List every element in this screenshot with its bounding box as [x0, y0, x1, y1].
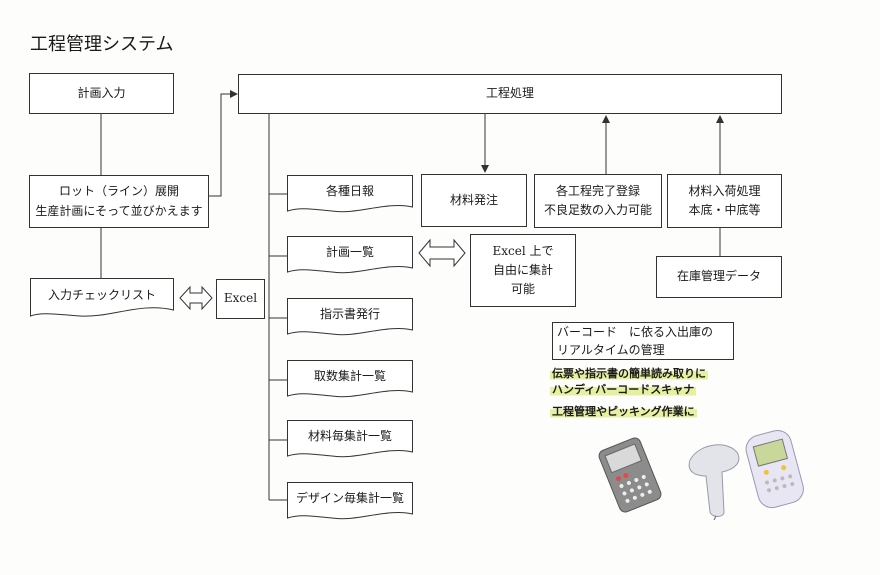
- excel-right-line-3: 可能: [510, 282, 535, 297]
- input-checklist-doc: 入力チェックリスト: [30, 278, 174, 320]
- excel-right-line-1: Excel 上で: [492, 243, 554, 258]
- lot-expand-line-1: ロット（ライン）展開: [58, 184, 179, 199]
- barcode-scanner-devices-image: [598, 429, 804, 520]
- material-order-label: 材料発注: [449, 192, 498, 207]
- count-summary-label: 取数集計一覧: [313, 368, 386, 383]
- plan-input-box: 計画入力: [29, 73, 174, 114]
- barcode-note-line-2: リアルタイムの管理: [557, 343, 665, 357]
- inventory-label: 在庫管理データ: [676, 269, 761, 284]
- material-receive-box: 材料入荷処理 本底・中底等: [667, 174, 782, 228]
- design-summary-doc: デザイン毎集計一覧: [287, 482, 413, 522]
- scanner-highlight-line-2: ハンディバーコードスキャナ: [550, 382, 697, 396]
- material-receive-line-2: 本底・中底等: [688, 203, 761, 217]
- completion-line-1: 各工程完了登録: [555, 183, 640, 198]
- input-checklist-label: 入力チェックリスト: [47, 287, 156, 302]
- instruction-issue-doc: 指示書発行: [287, 298, 413, 338]
- material-summary-doc: 材料毎集計一覧: [287, 420, 413, 460]
- plan-input-label: 計画入力: [77, 85, 126, 100]
- excel-right-box: Excel 上で 自由に集計 可能: [470, 234, 576, 307]
- process-highlight-line: 工程管理やピッキング作業に: [550, 405, 697, 418]
- count-summary-doc: 取数集計一覧: [287, 360, 413, 400]
- excel-right-line-2: 自由に集計: [492, 262, 553, 277]
- process-label: 工程処理: [485, 86, 534, 101]
- material-order-box: 材料発注: [421, 174, 527, 227]
- barcode-note-line-1: バーコード に依る入出庫の: [557, 325, 714, 339]
- inventory-box: 在庫管理データ: [656, 256, 782, 298]
- excel-left-label: Excel: [223, 291, 258, 306]
- scanner-highlight-text: 伝票や指示書の簡単読み取りに ハンディバーコードスキャナ: [550, 366, 708, 398]
- daily-report-label: 各種日報: [325, 183, 374, 198]
- plan-list-doc: 計画一覧: [287, 236, 413, 276]
- excel-left-box: Excel: [216, 279, 265, 319]
- barcode-note-box: バーコード に依る入出庫の リアルタイムの管理: [552, 322, 734, 360]
- material-summary-label: 材料毎集計一覧: [307, 428, 392, 443]
- daily-report-doc: 各種日報: [287, 175, 413, 215]
- completion-line-2: 不良足数の入力可能: [543, 203, 652, 217]
- instruction-issue-label: 指示書発行: [319, 306, 380, 321]
- material-receive-line-1: 材料入荷処理: [688, 183, 761, 198]
- design-summary-label: デザイン毎集計一覧: [295, 490, 404, 505]
- process-highlight-text: 工程管理やピッキング作業に: [550, 404, 697, 420]
- plan-list-label: 計画一覧: [325, 244, 374, 259]
- lot-expand-line-2: 生産計画にそって並びかえます: [35, 203, 203, 218]
- lot-expand-box: ロット（ライン）展開 生産計画にそって並びかえます: [29, 175, 209, 228]
- completion-box: 各工程完了登録 不良足数の入力可能: [534, 174, 662, 228]
- scanner-highlight-line-1: 伝票や指示書の簡単読み取りに: [550, 367, 708, 380]
- page-title: 工程管理システム: [30, 34, 174, 55]
- process-box: 工程処理: [238, 74, 782, 114]
